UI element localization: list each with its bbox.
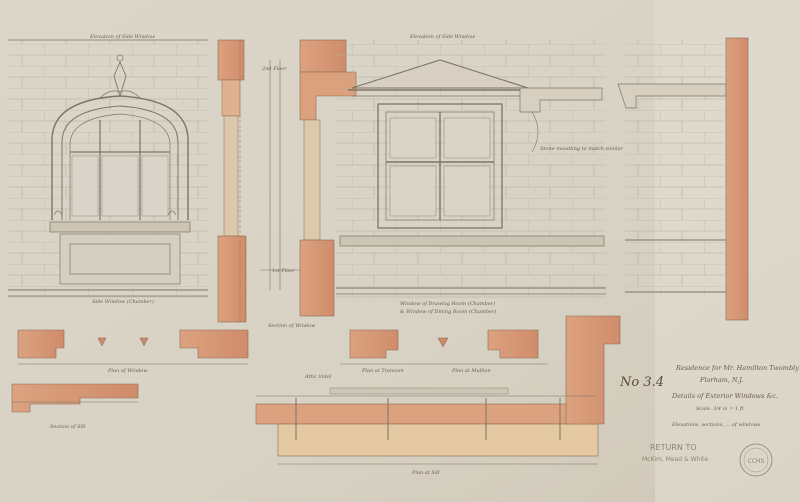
center-elevation-top-label: Elevation of Side Window <box>409 34 476 40</box>
right-wall-elevation <box>617 40 735 296</box>
center-elevation-bottom-label-1: Window of Drawing Room (Chamber) <box>400 300 495 307</box>
return-name: McKim, Mead & White <box>642 456 708 463</box>
return-label: RETURN TO <box>650 443 697 452</box>
left-elevation-top-label: Elevation of Side Window <box>89 34 156 40</box>
bottom-plan-label: Plan at Sill <box>411 470 440 476</box>
note-attic: Attic lintel <box>304 374 332 380</box>
center-elevation-bottom-label-2: & Window of Dining Room (Chamber) <box>400 308 496 315</box>
right-wall-section <box>725 37 749 321</box>
center-window-elevation <box>336 40 606 298</box>
archive-stamp: CCHS <box>739 443 773 477</box>
title-block: Residence for Mr. Hamilton Twombly Florh… <box>619 364 799 463</box>
title-line-3: Details of Exterior Windows &c. <box>671 392 778 400</box>
title-line-1: Residence for Mr. Hamilton Twombly <box>675 364 799 372</box>
section-label: Section of Window <box>268 323 316 329</box>
sheet-number: No 3.4 <box>619 375 664 390</box>
center-window-plan <box>340 329 548 365</box>
left-plan-label: Plan of Window <box>107 368 148 374</box>
bottom-plan-at-sill <box>255 315 621 465</box>
left-window-elevation <box>8 39 208 298</box>
note-mullion: Plan at Mullion <box>451 368 491 374</box>
stone-moulding-note: Stone moulding to match similar <box>540 146 624 152</box>
floor-label-2nd: 2nd Floor <box>261 66 287 72</box>
stamp-text: CCHS <box>748 458 765 465</box>
note-transom: Plan at Transom <box>361 368 404 374</box>
left-window-plan <box>17 329 249 365</box>
title-line-4: Scale: 3/4 in = 1 ft <box>696 406 744 412</box>
title-line-5: Elevations, sections, ... of windows <box>671 422 761 428</box>
left-wall-section <box>217 39 247 323</box>
title-line-2: Florham, N.J. <box>699 376 743 384</box>
sill-section <box>11 383 139 413</box>
left-elevation-bottom-label: Side Window (Chamber) <box>92 298 154 305</box>
sill-section-label: Section of Sill <box>50 424 86 430</box>
floor-label-1st: 1st Floor <box>272 268 295 274</box>
